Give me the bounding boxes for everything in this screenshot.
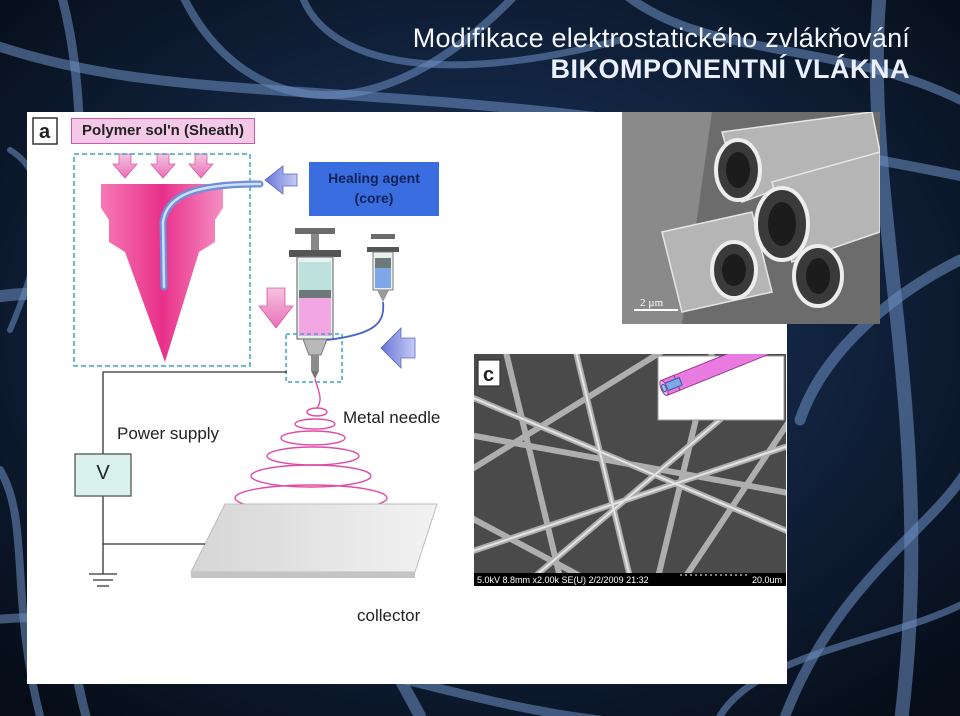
collector-plate xyxy=(190,503,438,573)
sheath-inflow-arrows xyxy=(112,153,214,179)
healing-agent-box xyxy=(309,162,439,216)
circuit-wires xyxy=(89,371,287,587)
panel-c-letter: c xyxy=(483,364,494,386)
sheath-label: Polymer sol'n (Sheath) xyxy=(71,118,255,144)
main-syringe xyxy=(289,228,341,379)
sem-c-info: 5.0kV 8.8mm x2.00k SE(U) 2/2/2009 21:32 xyxy=(477,575,649,585)
title-line2: BIKOMPONENTNÍ VLÁKNA xyxy=(550,54,910,84)
panel-a-box xyxy=(32,117,58,145)
electrospinning-diagram xyxy=(32,117,439,587)
slide-title: Modifikace elektrostatického zvlákňování… xyxy=(413,22,910,84)
sem-top-scale-label: 2 µm xyxy=(640,297,664,309)
sem-c-scale-label: 20.0um xyxy=(752,575,782,585)
core-label-line2: (core) xyxy=(354,190,394,206)
sem-fiber-mat-image: c 5.0kV 8.8mm x2.00k SE(U) 2/2/2009 21:3… xyxy=(474,354,786,586)
core-inflow-arrow xyxy=(264,165,298,195)
panel-c-box xyxy=(477,359,501,387)
panel-a-letter: a xyxy=(39,121,51,143)
feed-arrow xyxy=(380,327,416,369)
title-line1: Modifikace elektrostatického zvlákňování xyxy=(412,23,910,53)
sem-hollow-fibers-image: 2 µm xyxy=(622,112,880,324)
core-label-line1: Healing agent xyxy=(328,170,420,186)
voltage-box xyxy=(74,453,132,497)
voltage-label: V xyxy=(96,462,110,484)
tip-zoom-box xyxy=(285,333,343,383)
nozzle-zoom-box xyxy=(73,153,251,367)
power-label: Power supply xyxy=(117,424,220,443)
needle-label: Metal needle xyxy=(343,408,441,427)
collector-label: collector xyxy=(357,606,421,625)
pressure-arrow xyxy=(258,287,294,329)
core-syringe xyxy=(326,234,399,341)
